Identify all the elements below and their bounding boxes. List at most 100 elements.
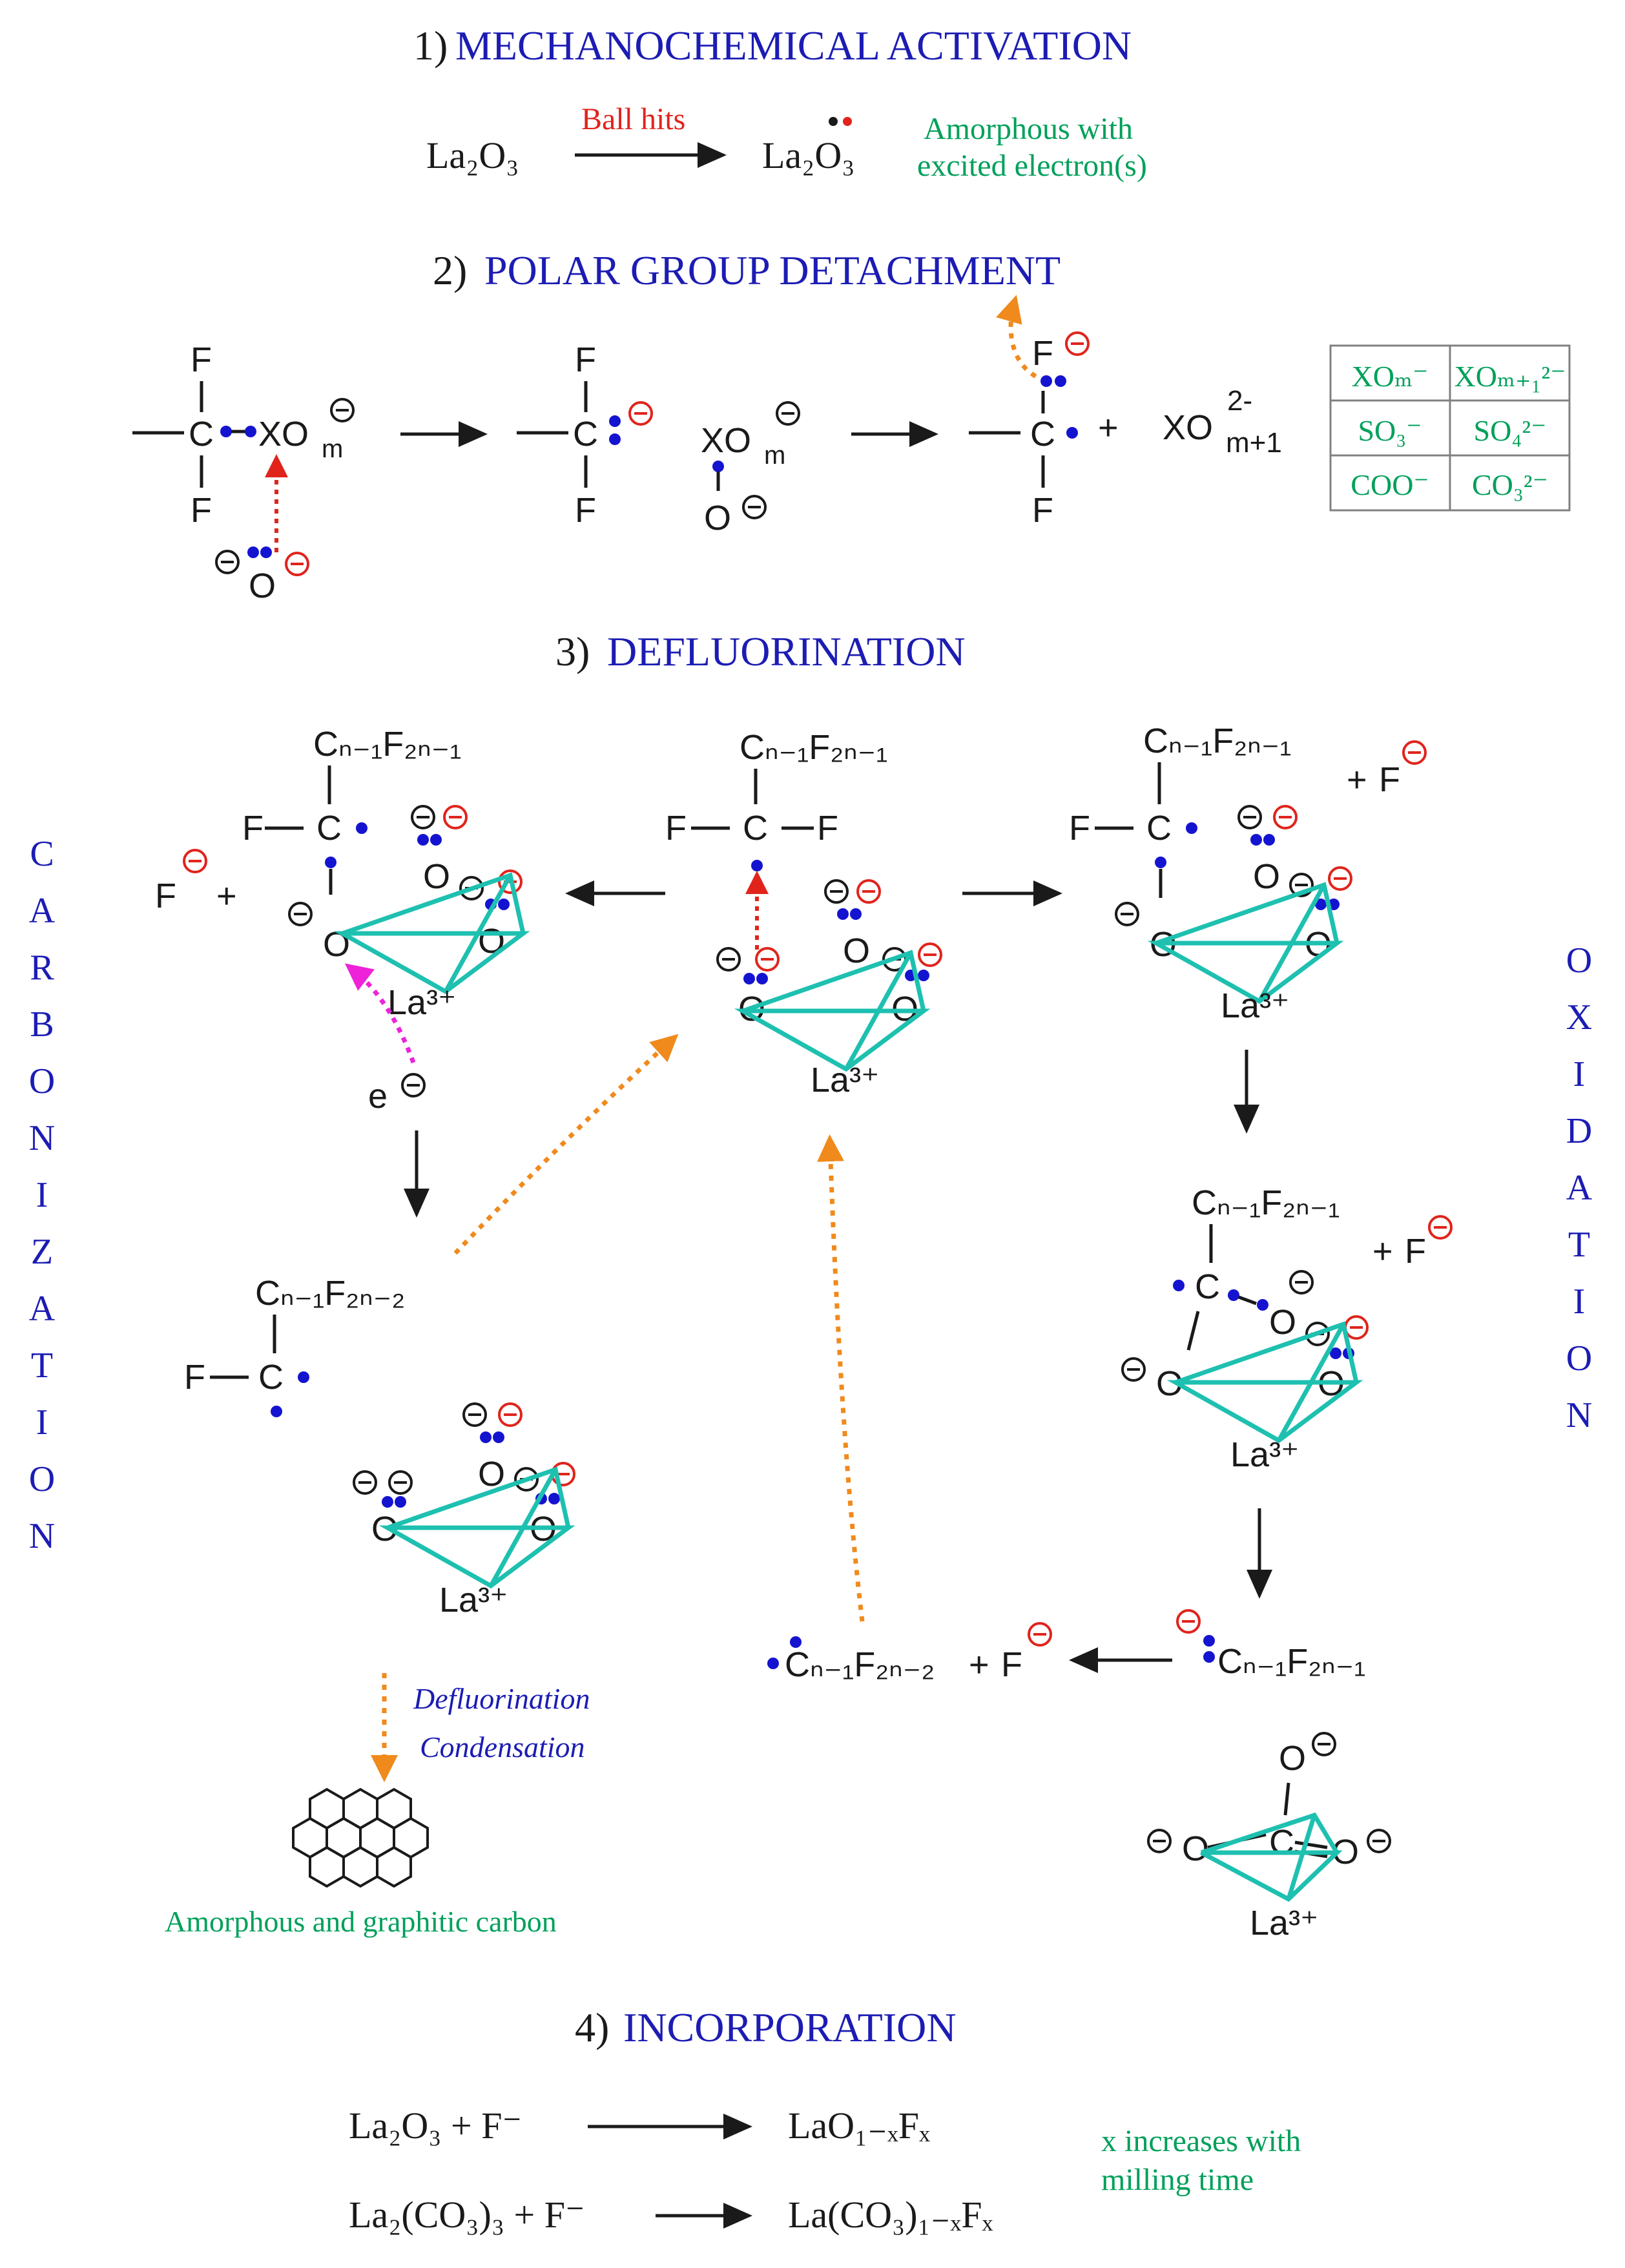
la-label: La³⁺ [439,1581,508,1619]
step3-number: 3) [555,629,590,674]
step4-note-line1: x increases with [1101,2124,1301,2158]
step2-molecule-2: F C F XO m O [517,340,800,537]
la-label: La³⁺ [1221,986,1290,1025]
svg-text:C: C [1030,415,1055,453]
svg-text:C: C [1195,1267,1220,1306]
side-label-letter: Z [31,1232,53,1272]
side-label-letter: A [29,1289,56,1329]
la-label: La³⁺ [1230,1435,1299,1474]
side-label-letter: I [1573,1282,1586,1322]
step2-molecule-3: F C F + XO m+1 2- [969,295,1282,530]
electron-label: e [368,1077,388,1116]
svg-text:F: F [191,340,212,379]
svg-text:F: F [1069,809,1090,848]
step1-arrow-label: Ball hits [581,102,685,136]
svg-text:C: C [1146,809,1172,848]
oxidation-intermediate-1: Cₙ₋₁F₂ₙ₋₁ F C + F O O O La³⁺ [1069,722,1427,1025]
svg-text:XO: XO [258,415,309,453]
excited-electron-dot [843,117,852,126]
graphite-ring [376,1846,412,1888]
svg-text:F: F [242,809,264,848]
side-label-letter: R [30,948,54,988]
chain-rad-label: Cₙ₋₁F₂ₙ₋₂ [785,1645,935,1684]
svg-text:O: O [1269,1303,1296,1342]
incorporation-r1-left: La₂O₃ + F⁻ [349,2105,522,2147]
step2-number: 2) [433,247,467,293]
incorporation-r1-right: LaO₁₋ₓFₓ [788,2105,930,2147]
step1-number: 1) [413,23,448,68]
side-label-letter: C [30,834,54,874]
svg-text:F: F [1032,334,1053,373]
svg-text:F: F [191,491,212,530]
svg-text:C: C [258,1358,284,1397]
table-cell: SO₄²⁻ [1474,414,1547,447]
table-cell: CO₃²⁻ [1472,468,1548,501]
side-label-letter: O [29,1061,55,1101]
svg-text:F: F [155,877,176,915]
la-label: La³⁺ [388,983,457,1022]
graphite-ring [309,1846,345,1888]
incorporation-r2-right: La(CO₃)₁₋ₓFₓ [788,2194,993,2236]
svg-text:C: C [743,809,768,848]
graphite-ring [342,1846,378,1888]
svg-text:+: + [969,1645,989,1684]
svg-text:F: F [1379,760,1400,799]
side-label-letter: T [1568,1225,1590,1265]
step1-product: La₂O₃ [762,134,855,176]
oxidation-intermediate-2: Cₙ₋₁F₂ₙ₋₁ + F C O O O La³⁺ [1121,1183,1453,1474]
svg-text:C: C [573,415,598,453]
svg-text:O: O [423,857,450,896]
side-label-letter: I [1573,1054,1586,1094]
recycle-path-left [453,1034,679,1255]
svg-text:+: + [1372,1232,1393,1271]
step1-reactant: La₂O₃ [426,134,519,176]
svg-text:O: O [1279,1739,1306,1778]
svg-text:2-: 2- [1227,385,1252,417]
side-label-letter: O [29,1459,55,1499]
svg-text:F: F [575,491,596,530]
side-label-letter: N [29,1118,55,1158]
svg-text:m+1: m+1 [1226,427,1282,459]
step1-title: MECHANOCHEMICAL ACTIVATION [455,23,1132,68]
side-label-letter: D [1566,1111,1592,1151]
step2-title: POLAR GROUP DETACHMENT [484,247,1061,293]
svg-text:+: + [1347,760,1367,799]
side-label-letter: A [29,891,56,931]
step2-header: 2) POLAR GROUP DETACHMENT [433,247,1061,293]
step1-header: 1) MECHANOCHEMICAL ACTIVATION [413,23,1132,68]
table-cell: XOₘ⁻ [1352,360,1429,393]
chain-label: Cₙ₋₁F₂ₙ₋₁ [313,725,461,764]
la-label: La³⁺ [811,1061,880,1099]
chain-rad-label: Cₙ₋₁F₂ₙ₋₂ [255,1274,405,1313]
graphite-ring [376,1787,412,1830]
graphite-sheet-icon [292,1787,429,1888]
svg-text:m: m [322,435,343,463]
step4-number: 4) [575,2004,609,2050]
step3-title: DEFLUORINATION [607,629,966,674]
side-label-letter: O [1566,941,1592,981]
carbonization-radical: Cₙ₋₁F₂ₙ₋₂ F C O O O La³⁺ [184,1274,575,1619]
svg-text:F: F [184,1358,205,1397]
chain-label: Cₙ₋₁F₂ₙ₋₁ [1143,722,1291,760]
step4-header: 4) INCORPORATION [575,2004,957,2050]
svg-text:F: F [1001,1645,1022,1684]
chain-label: Cₙ₋₁F₂ₙ₋₁ [740,728,887,767]
incorporation-r2-left: La₂(CO₃)₃ + F⁻ [349,2194,585,2236]
step3-header: 3) DEFLUORINATION [555,629,966,674]
carbon-step-line2: Condensation [420,1731,585,1763]
step1-note-line2: excited electron(s) [917,149,1147,183]
svg-text:F: F [665,809,687,848]
center-complex: Cₙ₋₁F₂ₙ₋₁ F C F O O O La³⁺ [665,728,942,1099]
excited-electron-dot [829,117,838,126]
table-cell: SO₃⁻ [1358,414,1422,447]
carbon-step-line1: Defluorination [413,1682,590,1715]
la-label: La³⁺ [1250,1904,1319,1942]
svg-text:m: m [764,441,785,470]
table-cell: XOₘ₊₁²⁻ [1454,360,1566,393]
side-label-letter: N [1566,1395,1592,1435]
svg-text:+: + [216,877,237,915]
svg-text:O: O [249,567,276,605]
oxidation-products: Cₙ₋₁F₂ₙ₋₁ O O C O La³⁺ [1147,1609,1391,1942]
side-label-letter: A [1566,1168,1593,1208]
